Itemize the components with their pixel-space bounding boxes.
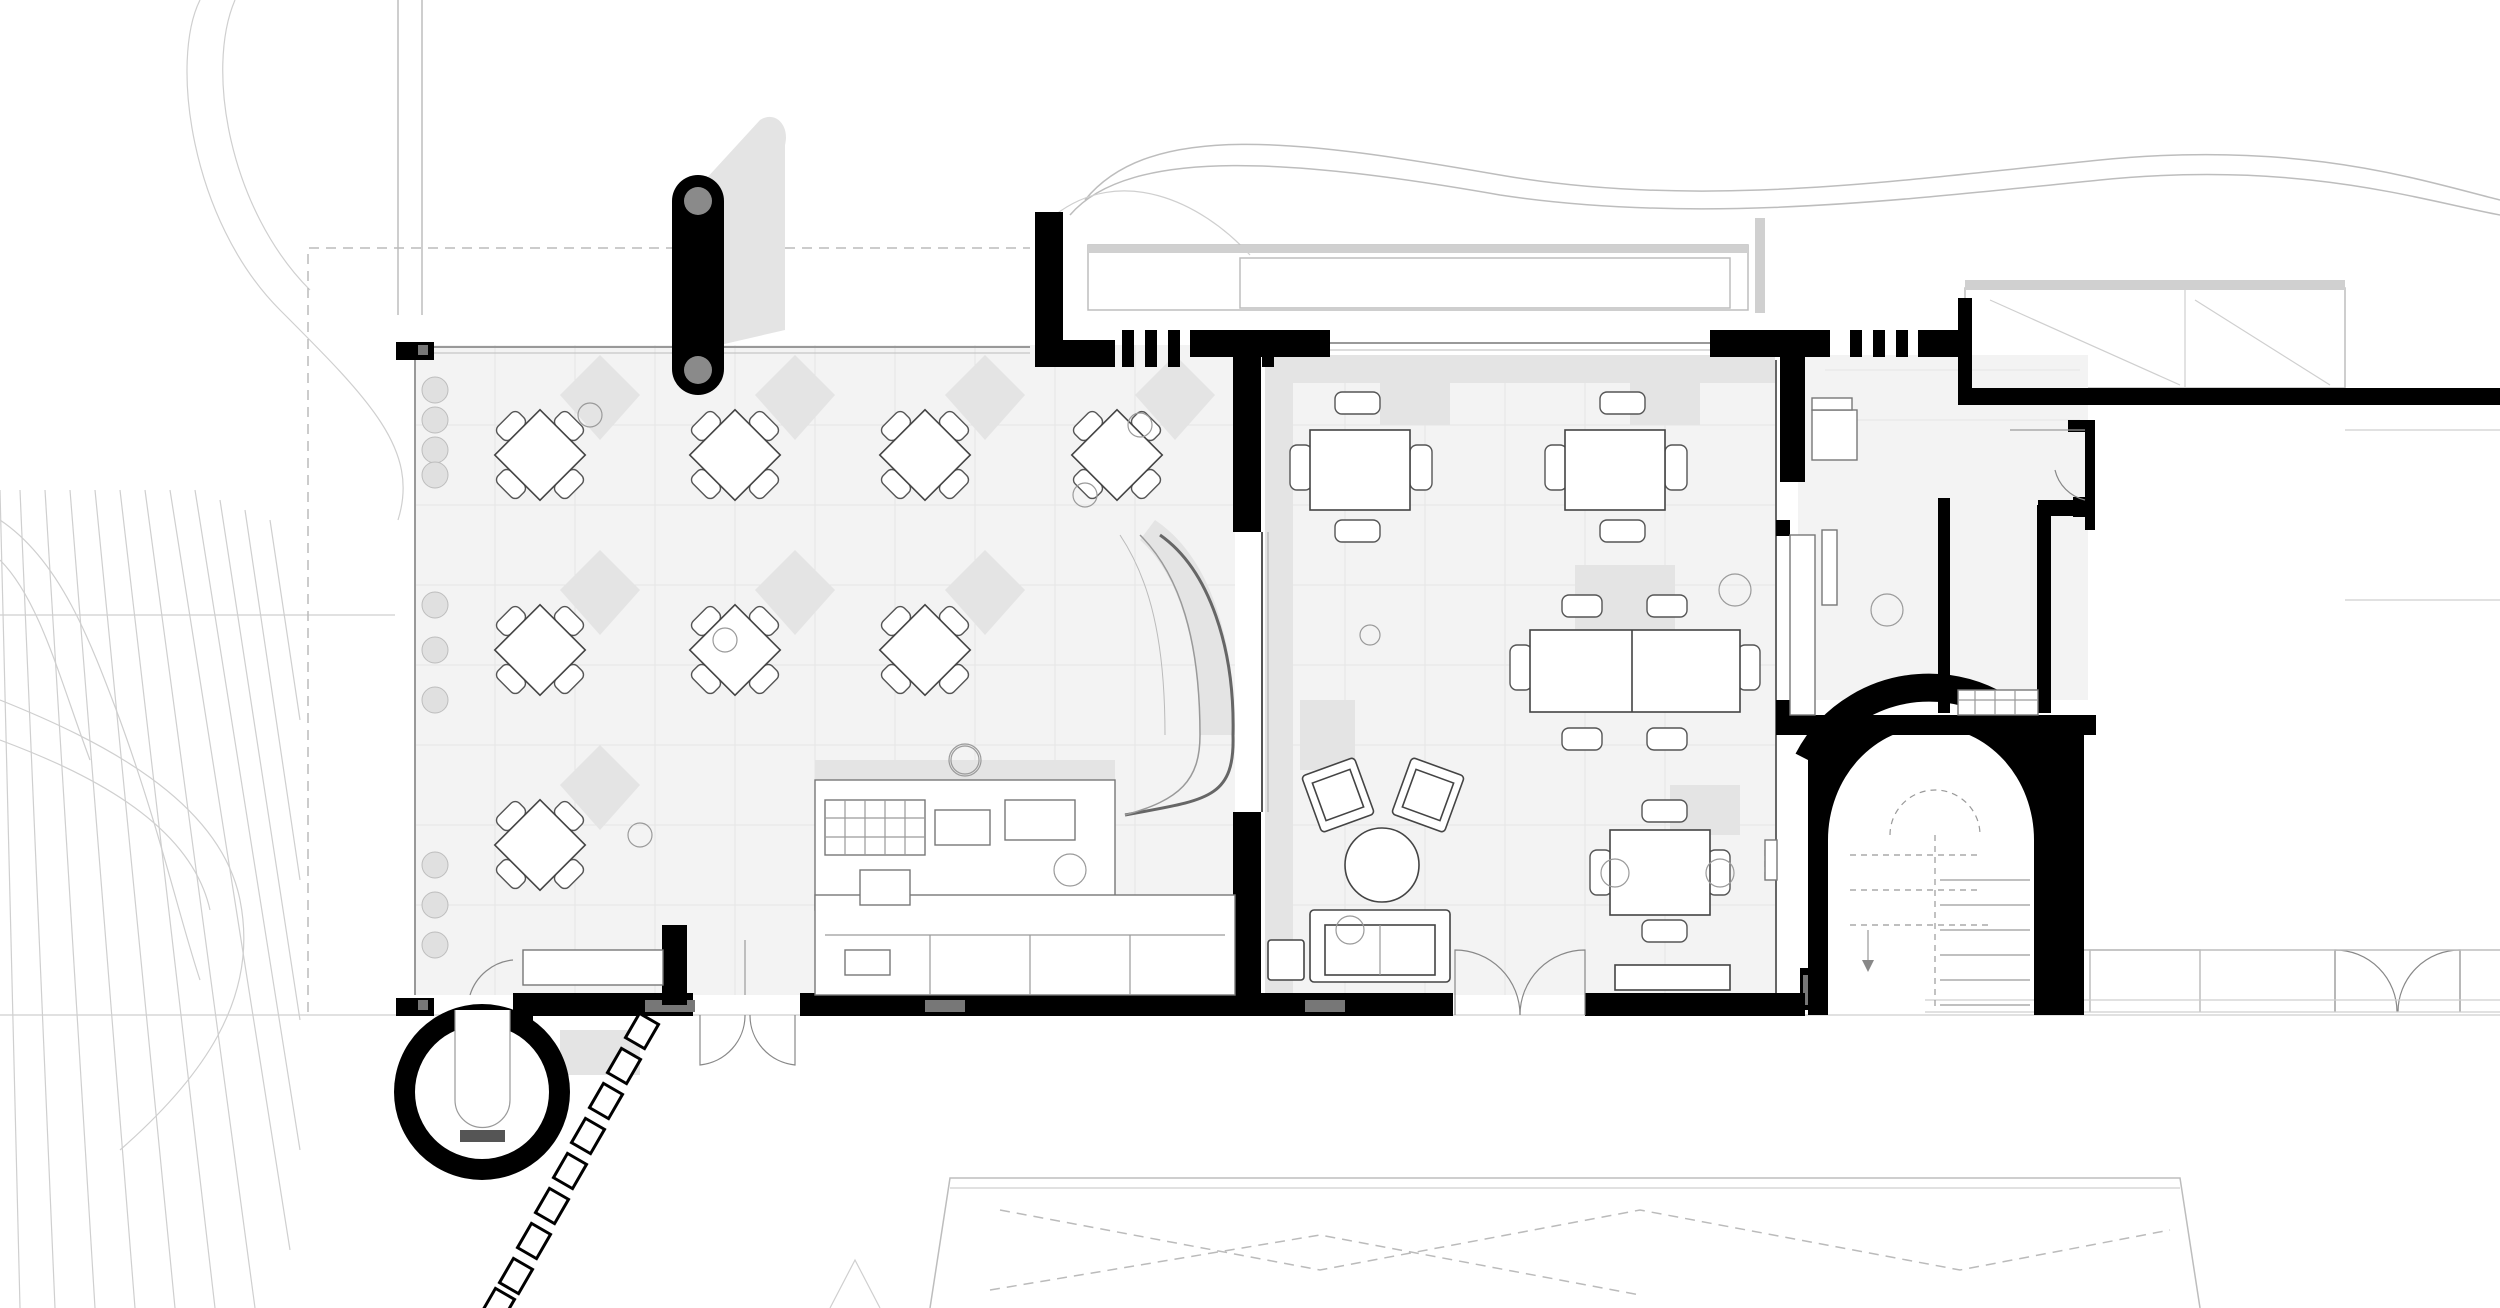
entrance-hall bbox=[1718, 397, 2086, 1010]
terrace-table-1 bbox=[493, 408, 587, 502]
armchair-1 bbox=[1301, 757, 1375, 833]
bench bbox=[1614, 964, 1731, 991]
bar-counter bbox=[814, 743, 1236, 996]
side-table bbox=[1267, 939, 1305, 981]
armchair-2 bbox=[1391, 757, 1465, 833]
walls bbox=[394, 175, 2500, 1180]
dining-table-2 bbox=[1544, 391, 1688, 543]
terrace-table-6 bbox=[688, 603, 782, 697]
dining-table-1 bbox=[1289, 391, 1433, 543]
dining-table-3 bbox=[1509, 594, 1761, 751]
sofa bbox=[1309, 909, 1451, 983]
stair bbox=[1850, 789, 2030, 1010]
curved-wall bbox=[1119, 533, 1235, 817]
terrace-table-4 bbox=[1070, 408, 1164, 502]
dining-room-furniture bbox=[1267, 391, 1778, 1016]
terrace-table-7 bbox=[878, 603, 972, 697]
terrace-furniture bbox=[493, 402, 1164, 892]
terrace-table-5 bbox=[493, 603, 587, 697]
terrace-table-8 bbox=[493, 798, 587, 892]
landscape-hatch bbox=[0, 489, 301, 1308]
terrace-table-2 bbox=[688, 408, 782, 502]
terrace-table-3 bbox=[878, 408, 972, 502]
exterior-steps bbox=[479, 1011, 661, 1308]
terrace-exit bbox=[469, 940, 796, 1066]
round-table bbox=[1344, 827, 1420, 903]
chimney-column bbox=[672, 175, 724, 395]
planter-strip bbox=[421, 376, 449, 959]
